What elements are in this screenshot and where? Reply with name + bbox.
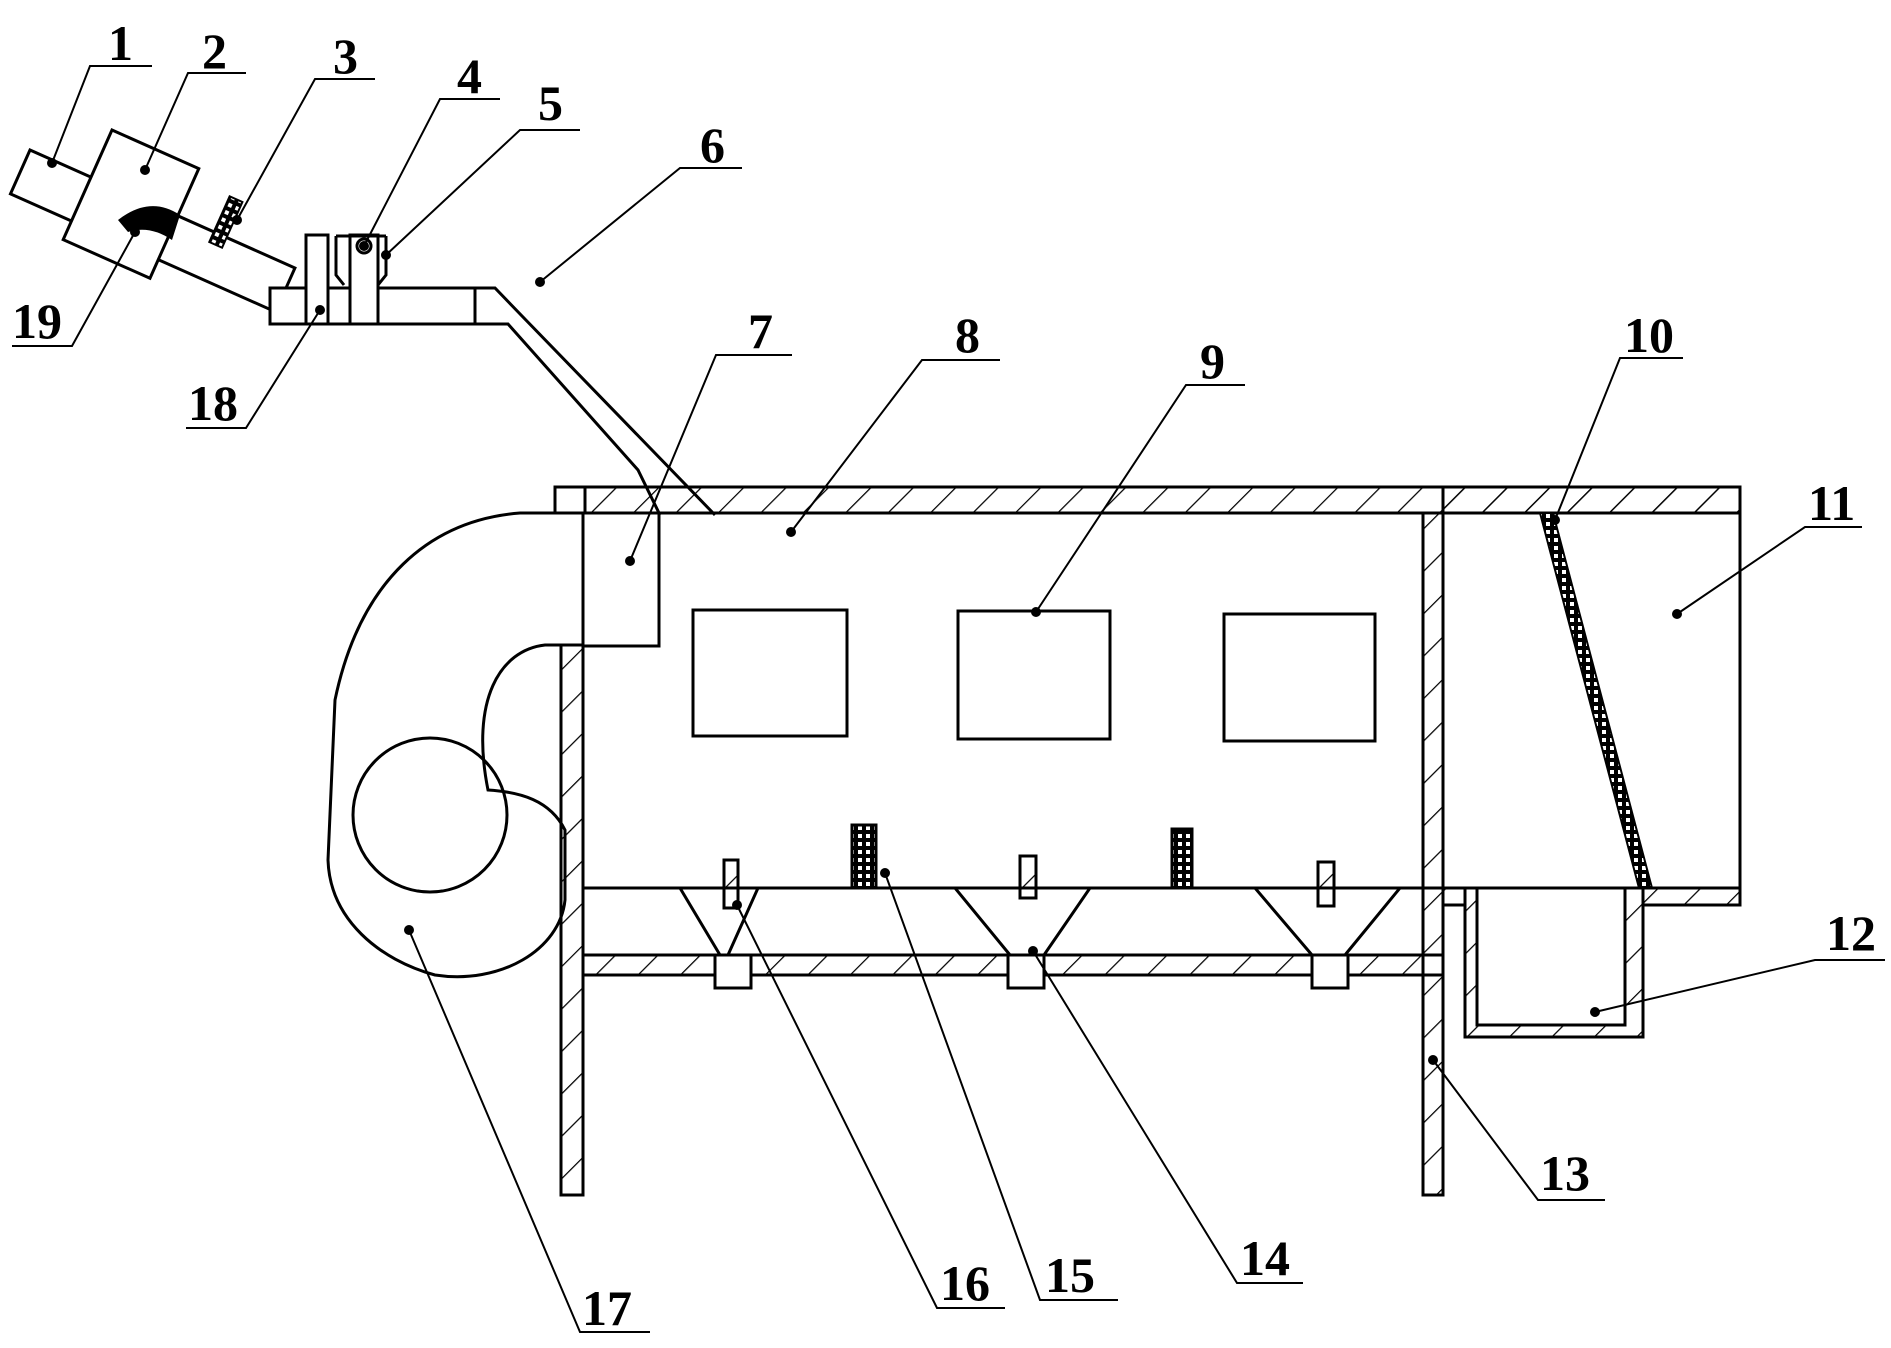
label-3: 3 xyxy=(333,28,358,84)
label-17: 17 xyxy=(582,1280,632,1336)
brush-2 xyxy=(1170,827,1194,890)
valve-housing-part-5 xyxy=(334,234,388,286)
window-3 xyxy=(1222,612,1377,743)
top-wall-end-cap xyxy=(553,485,587,515)
label-2: 2 xyxy=(202,23,227,79)
fan-volute xyxy=(326,511,567,979)
valve-pivot xyxy=(355,237,373,255)
right-bottom-lip xyxy=(1641,886,1742,907)
hoppers-part-14 xyxy=(678,887,1402,956)
label-14: 14 xyxy=(1240,1230,1290,1286)
label-11: 11 xyxy=(1808,475,1855,531)
collector-box-part-12 xyxy=(1463,886,1645,1039)
fan-duct-part-17 xyxy=(326,511,567,979)
fan-impeller xyxy=(351,736,509,894)
right-chamber xyxy=(1441,511,1742,1039)
inlet-box-part-7 xyxy=(581,511,661,648)
rake-tooth-3 xyxy=(1316,860,1336,908)
brush-part-15 xyxy=(850,823,878,890)
callouts: 1 2 3 4 5 6 7 8 9 10 xyxy=(12,15,1885,1336)
separation-chamber-part-11 xyxy=(1443,511,1742,890)
left-bottom-lip xyxy=(1441,886,1467,907)
right-chamber-top-wall xyxy=(1441,485,1742,515)
label-10: 10 xyxy=(1624,307,1674,363)
label-5: 5 xyxy=(538,75,563,131)
main-housing xyxy=(553,485,1742,1197)
window-2-part-9 xyxy=(956,609,1112,741)
label-12: 12 xyxy=(1826,905,1876,961)
label-13: 13 xyxy=(1540,1145,1590,1201)
label-19: 19 xyxy=(12,293,62,349)
label-15: 15 xyxy=(1045,1247,1095,1303)
right-support-leg-part-13 xyxy=(1421,511,1445,1197)
discharge-port-3 xyxy=(1310,953,1350,990)
valve-part-18 xyxy=(304,233,330,326)
window-1 xyxy=(691,608,849,738)
label-16: 16 xyxy=(940,1255,990,1311)
label-6: 6 xyxy=(700,117,725,173)
rake-tooth-2 xyxy=(1018,854,1038,900)
label-8: 8 xyxy=(955,307,980,363)
feed-inlet-assembly xyxy=(8,128,717,517)
discharge-port-1 xyxy=(713,953,753,990)
filter-screen-part-10 xyxy=(1538,512,1654,889)
label-4: 4 xyxy=(457,48,482,104)
label-18: 18 xyxy=(188,375,238,431)
left-support-leg xyxy=(559,643,585,1197)
spring-part-3 xyxy=(207,195,244,250)
label-1: 1 xyxy=(108,15,133,71)
feed-pipe-part-6 xyxy=(475,286,717,517)
label-7: 7 xyxy=(748,303,773,359)
rake-tooth-part-16 xyxy=(722,858,740,910)
seal-part-19 xyxy=(118,206,180,240)
label-9: 9 xyxy=(1200,333,1225,389)
